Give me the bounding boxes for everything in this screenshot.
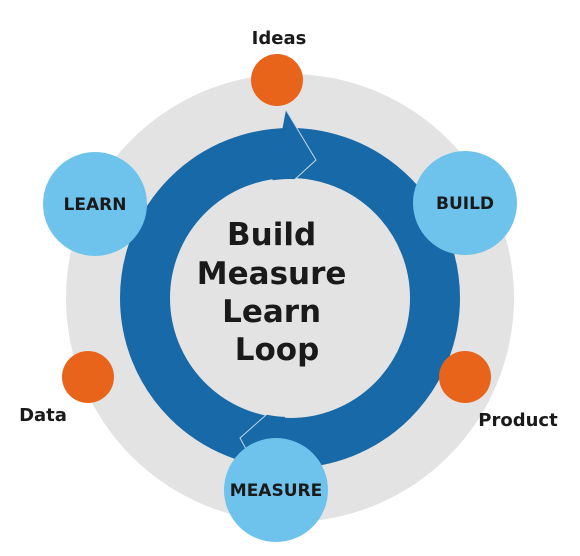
stage-learn-label: LEARN [64, 195, 127, 215]
data-label: Data [19, 405, 67, 426]
stage-build: BUILD [413, 151, 517, 255]
data-dot [62, 351, 114, 403]
product-dot [439, 351, 491, 403]
stage-learn: LEARN [43, 152, 147, 256]
center-title: Build Measure Learn Loop [197, 217, 357, 368]
stage-measure-circle [224, 438, 328, 542]
center-title-line-4: Loop [235, 332, 320, 368]
stage-measure: MEASURE [224, 438, 328, 542]
center-title-line-1: Build [227, 217, 316, 253]
stage-measure-label: MEASURE [230, 481, 322, 501]
stage-build-circle [413, 151, 517, 255]
center-title-line-2: Measure [197, 256, 347, 292]
center-title-line-3: Learn [222, 294, 321, 330]
center-disc [171, 179, 409, 417]
stage-build-label: BUILD [436, 194, 494, 214]
product-label: Product [478, 410, 558, 431]
ideas-label: Ideas [252, 28, 307, 49]
stage-learn-circle [43, 152, 147, 256]
ideas-dot [251, 54, 303, 106]
